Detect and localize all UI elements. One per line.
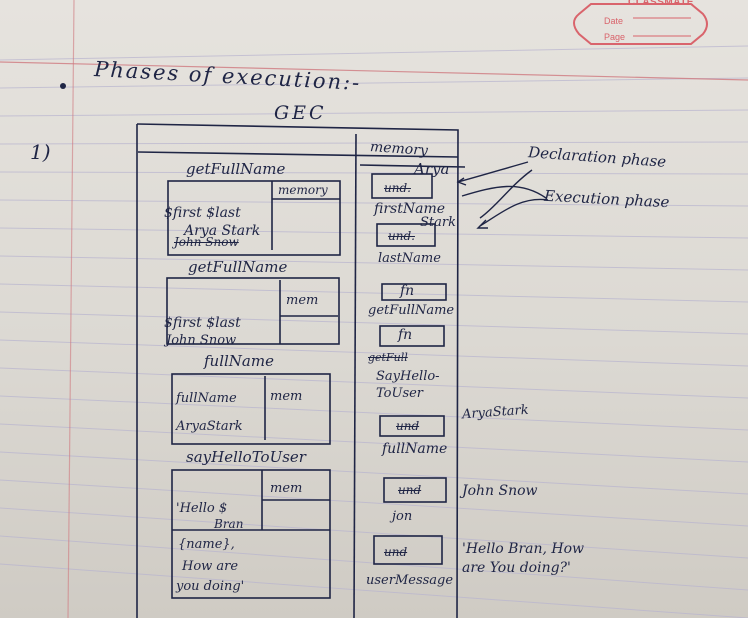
context-1-struck: John Snow: [174, 235, 239, 249]
brand-name: CLASSMATE: [628, 0, 694, 8]
context-2-title: getFullName: [188, 258, 288, 276]
john-snow-annotation: John Snow: [462, 483, 538, 499]
date-label: Date: [604, 16, 624, 26]
global-get-full-name: getFullName: [368, 303, 455, 318]
context-4-line-4: How are: [182, 559, 239, 574]
context-4-line-5: you doing': [176, 579, 245, 594]
context-3-title: fullName: [204, 352, 274, 370]
global-last-name: lastName: [378, 251, 441, 266]
global-fn-box-2: fn: [398, 327, 413, 343]
global-und-4: und: [398, 483, 422, 497]
context-1-params: $first $last: [164, 205, 241, 221]
gec-label: GEC: [274, 102, 327, 124]
context-3-memory: mem: [270, 389, 303, 404]
global-und-5: und: [384, 545, 408, 559]
global-jon: jon: [392, 509, 413, 524]
context-1-value: Arya Stark: [184, 223, 261, 239]
context-1-title: getFullName: [186, 160, 286, 178]
brand-frame-icon: [573, 3, 708, 45]
context-4-memory: mem: [270, 481, 303, 496]
global-user-message: userMessage: [366, 573, 454, 588]
global-full-name: fullName: [382, 441, 448, 457]
context-3-value: AryaStark: [176, 419, 243, 434]
context-4-line-3: {name},: [178, 537, 235, 552]
memory-header: memory: [369, 139, 429, 159]
context-4-line-1: 'Hello $: [176, 501, 228, 516]
context-4-title: sayHelloToUser: [186, 448, 306, 466]
global-first-name: firstName: [374, 201, 445, 217]
context-2-params: $first $last: [164, 315, 241, 331]
global-arya: Arya: [414, 160, 450, 178]
global-und-2: und.: [388, 229, 415, 243]
global-und-1: und.: [384, 181, 411, 195]
context-3-left-label: fullName: [176, 391, 237, 406]
global-und-3: und: [396, 419, 420, 433]
hello-bran-annotation: 'Hello Bran, How are You doing?': [462, 541, 585, 576]
global-get-full-struck: getFull: [368, 351, 408, 364]
global-fn-box: fn: [400, 283, 415, 299]
page-label: Page: [604, 32, 626, 42]
global-say-hello: SayHello-ToUser: [376, 369, 440, 401]
item-number: 1): [30, 140, 51, 164]
global-stark: Stark: [420, 215, 456, 230]
context-1-memory: memory: [278, 183, 328, 197]
context-4-line-2: Bran: [214, 517, 244, 531]
context-2-value: John Snow: [166, 333, 237, 348]
context-2-memory: mem: [286, 293, 319, 308]
